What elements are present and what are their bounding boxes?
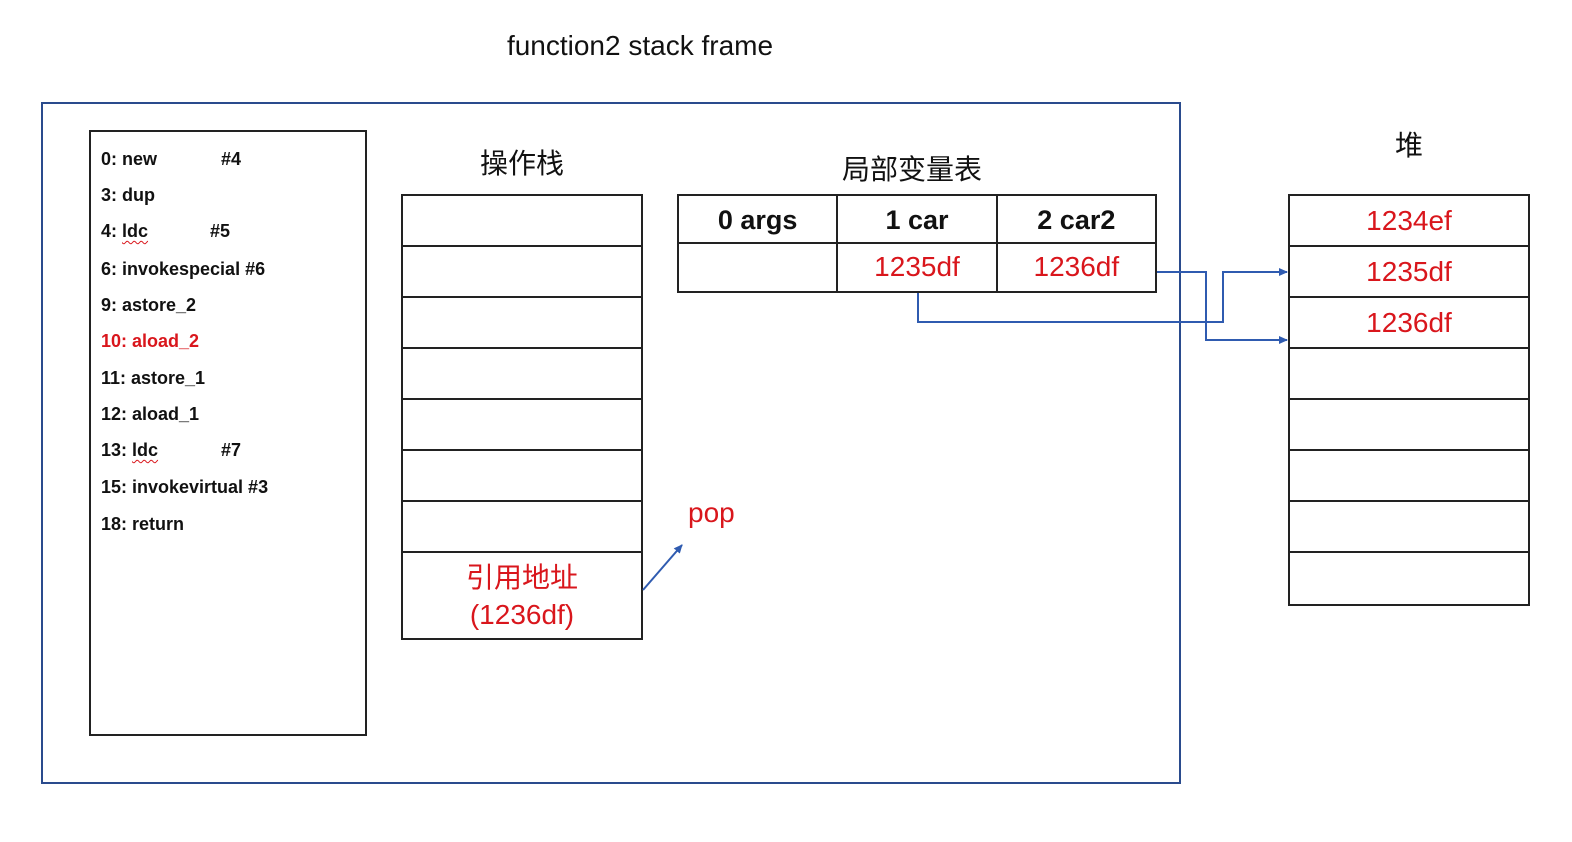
heap-cell — [1290, 553, 1528, 604]
bytecode-line: 12: aload_1 — [101, 404, 200, 424]
frame-title: function2 stack frame — [506, 30, 774, 61]
bytecode-operand: #7 — [221, 440, 242, 460]
operand-value-address: (1236df) — [469, 599, 575, 630]
opcode-mnemonic: ldc — [132, 440, 159, 460]
bytecode-line: 0: new — [101, 149, 158, 169]
local-var-value: 1235df — [838, 244, 998, 292]
bytecode-line: 4: ldc — [101, 221, 149, 241]
operand-stack-slot — [403, 196, 641, 247]
bytecode-line: 9: astore_2 — [101, 295, 197, 315]
heap-title: 堆 — [1394, 130, 1423, 161]
operand-stack-top-value: 引用地址 (1236df) — [403, 553, 641, 638]
heap-cell: 1234ef — [1290, 196, 1528, 247]
local-var-value: 1236df — [1033, 251, 1120, 282]
operand-stack-slot — [403, 349, 641, 400]
local-var-header: 0 args — [679, 196, 839, 242]
heap-cell: 1235df — [1290, 247, 1528, 298]
bytecode-line: 6: invokespecial #6 — [101, 259, 266, 279]
heap-cell: 1236df — [1290, 298, 1528, 349]
operand-stack-slot — [403, 451, 641, 502]
bytecode-line: 13: ldc — [101, 440, 159, 460]
operand-value-label: 引用地址 — [465, 562, 578, 593]
stack-frame-border — [41, 102, 1181, 784]
operand-stack-slot — [403, 400, 641, 451]
bytecode-panel — [89, 130, 367, 736]
local-var-table-title: 局部变量表 — [841, 154, 982, 185]
operand-stack-slot — [403, 502, 641, 553]
local-var-value-row: 1235df 1236df — [679, 244, 1155, 292]
bytecode-line: 18: return — [101, 514, 185, 534]
operand-stack: 引用地址 (1236df) — [401, 194, 643, 640]
bytecode-line: 15: invokevirtual #3 — [101, 477, 269, 497]
heap: 1234ef 1235df 1236df — [1288, 194, 1530, 606]
pop-label: pop — [688, 497, 735, 528]
opcode-mnemonic: ldc — [122, 221, 149, 241]
operand-stack-title: 操作栈 — [479, 148, 564, 179]
heap-cell — [1290, 349, 1528, 400]
heap-cell — [1290, 451, 1528, 502]
local-var-header: 2 car2 — [1037, 205, 1116, 235]
bytecode-line-current: 10: aload_2 — [101, 331, 200, 351]
local-var-table: 0 args 1 car 2 car2 1235df 1236df — [677, 194, 1157, 293]
local-var-header-row: 0 args 1 car 2 car2 — [679, 196, 1155, 244]
bytecode-line: 11: astore_1 — [101, 368, 206, 388]
heap-cell — [1290, 400, 1528, 451]
local-var-value — [679, 244, 839, 292]
local-var-header: 1 car — [838, 196, 998, 242]
bytecode-operand: #5 — [210, 221, 231, 241]
operand-stack-slot — [403, 298, 641, 349]
heap-cell — [1290, 502, 1528, 553]
operand-stack-slot — [403, 247, 641, 298]
bytecode-line: 3: dup — [101, 185, 155, 205]
bytecode-operand: #4 — [221, 149, 242, 169]
